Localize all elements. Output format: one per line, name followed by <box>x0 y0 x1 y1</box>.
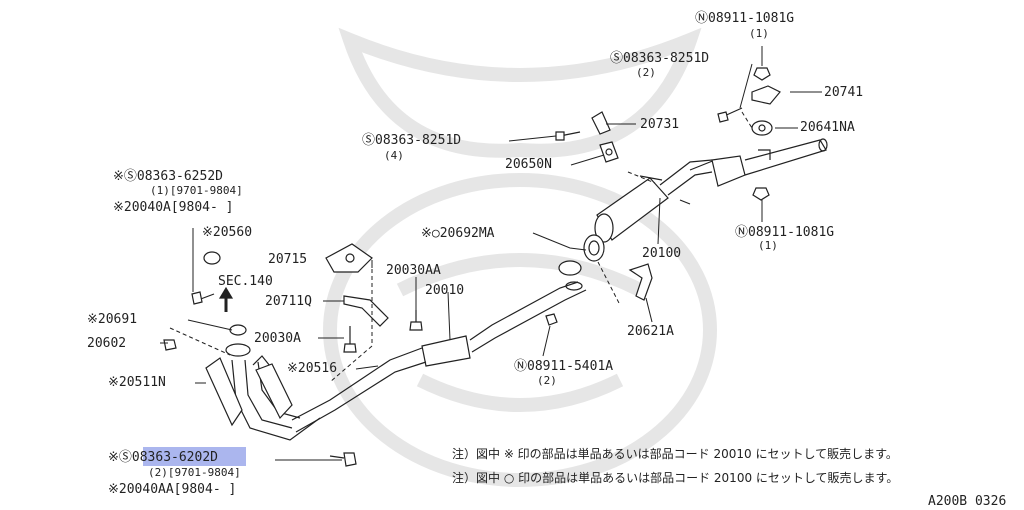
mount-20650N <box>599 141 619 163</box>
label-08363-8251D-b: Ⓢ08363-8251D <box>362 133 462 148</box>
bracket-20711Q <box>343 295 389 327</box>
label-20741: 20741 <box>824 85 864 100</box>
front-pipe <box>225 343 321 441</box>
note-line-2: 注）図中 ○ 印の部品は単品あるいは部品コード 20100 にセットして販売しま… <box>452 471 899 485</box>
label-20511N: ※20511N <box>108 375 166 390</box>
label-20692MA: ※○20692MA <box>421 226 495 241</box>
label-08911-1081G-top: Ⓝ08911-1081G <box>695 11 795 26</box>
hanger-20641NA <box>751 120 773 136</box>
heat-shield-left <box>205 357 243 427</box>
gasket-20691 <box>229 324 247 336</box>
label-20040AA: ※20040AA[9804- ] <box>108 482 237 497</box>
bracket-20731 <box>591 111 611 135</box>
label-20040A: ※20040A[9804- ] <box>113 200 234 215</box>
label-20641NA: 20641NA <box>800 120 855 135</box>
tail-pipe <box>689 138 828 187</box>
label-08911-1081G-bottom: Ⓝ08911-1081G <box>735 225 835 240</box>
diagram-code: A200B 0326 <box>928 494 1007 509</box>
label-qty-1-bottom: (1) <box>758 239 778 252</box>
label-qty-2-a: (2) <box>636 66 656 79</box>
bracket-20741 <box>751 85 781 105</box>
bolt-08363-6252D <box>191 291 215 305</box>
label-20715: 20715 <box>268 252 308 267</box>
label-20010: 20010 <box>425 283 465 298</box>
bolt-08363-8251D-b <box>555 131 581 141</box>
nut-bottom <box>752 187 770 201</box>
label-20711Q: 20711Q <box>265 294 312 309</box>
label-08363-6202D[interactable]: ※Ⓢ08363-6202D <box>108 450 218 465</box>
nut-top <box>753 67 771 81</box>
clamp-20560 <box>203 251 221 265</box>
label-qty-6252D: (1)[9701-9804] <box>150 184 243 197</box>
label-08363-8251D-a: Ⓢ08363-8251D <box>610 51 710 66</box>
label-20100: 20100 <box>642 246 682 261</box>
label-20621A: 20621A <box>627 324 674 339</box>
highlight-selected-part <box>143 447 246 466</box>
bolt-20030AA <box>409 310 423 331</box>
label-qty-1-top: (1) <box>749 27 769 40</box>
label-qty-6202D: (2)[9701-9804] <box>148 466 241 479</box>
label-20030A: 20030A <box>254 331 301 346</box>
nut-20602 <box>163 339 177 351</box>
bolt-08363-8251D-a <box>717 107 743 123</box>
label-20516: ※20516 <box>287 361 338 376</box>
label-qty-5401A: (2) <box>537 374 557 387</box>
label-sec140: SEC.140 <box>218 274 273 289</box>
nut-08911-5401A <box>545 313 558 326</box>
bracket-20715 <box>325 243 373 273</box>
main-muffler <box>594 159 713 243</box>
label-20691: ※20691 <box>87 312 138 327</box>
label-08363-6252D: ※Ⓢ08363-6252D <box>113 169 223 184</box>
watermark-emblem <box>323 27 717 487</box>
bolt-08363-6202D <box>329 452 357 467</box>
label-qty-4: (4) <box>384 149 404 162</box>
leader-lines <box>160 46 822 461</box>
label-20602: 20602 <box>87 336 127 351</box>
hanger-20621A <box>628 263 653 301</box>
label-20560: ※20560 <box>202 225 253 240</box>
sec140-arrow <box>218 286 234 312</box>
assembly-dashes <box>169 111 753 383</box>
label-20650N: 20650N <box>505 157 552 172</box>
label-20030AA: 20030AA <box>386 263 441 278</box>
center-pipe <box>291 260 587 433</box>
label-08911-5401A: Ⓝ08911-5401A <box>514 359 614 374</box>
bolt-20030A <box>343 326 357 353</box>
label-20731: 20731 <box>640 117 680 132</box>
gasket-20692MA <box>583 234 605 262</box>
heat-shield-right <box>255 363 293 420</box>
note-line-1: 注）図中 ※ 印の部品は単品あるいは部品コード 20010 にセットして販売しま… <box>452 447 898 461</box>
